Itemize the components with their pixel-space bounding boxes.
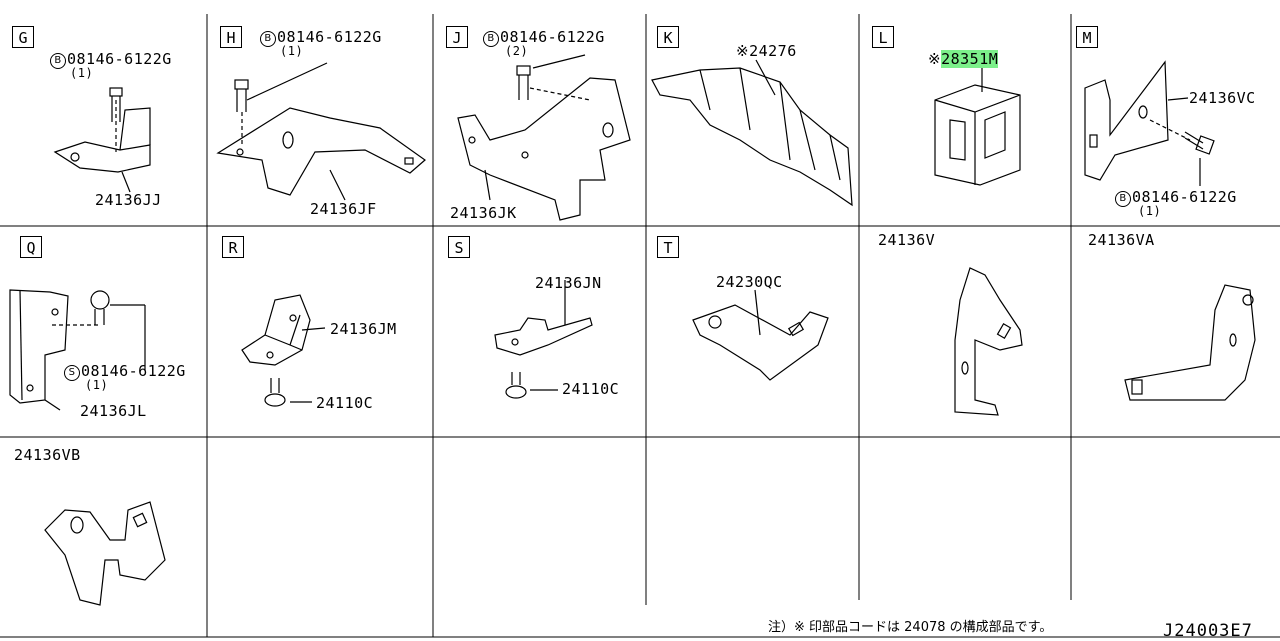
part-va-bracket xyxy=(1124,284,1256,401)
bolt-part-number: 08146-6122G xyxy=(67,50,172,68)
part-number-m: 24136VC xyxy=(1189,89,1256,107)
part-l-connector xyxy=(934,68,1021,186)
section-label-j: J xyxy=(446,26,468,48)
bolt-mark-icon: B xyxy=(50,53,66,69)
section-label-s: S xyxy=(448,236,470,258)
part-number-h: 24136JF xyxy=(310,200,377,218)
bolt-qty-g: (1) xyxy=(70,66,94,80)
part-vb-bracket xyxy=(44,501,166,606)
part-k-duct xyxy=(651,59,853,207)
footnote: 注）※ 印部品コードは 24078 の構成部品です。 xyxy=(768,620,1053,635)
part-r-bracket xyxy=(241,294,326,407)
bolt-qty-h: (1) xyxy=(280,44,304,58)
screw-number-r: 24110C xyxy=(316,394,374,412)
bolt-mark-icon: B xyxy=(483,31,499,47)
part-number-l: 28351M xyxy=(941,50,999,68)
part-callout-l: ※28351M xyxy=(928,50,999,68)
bolt-part-number: 08146-6122G xyxy=(277,28,382,46)
bolt-part-number: 08146-6122G xyxy=(81,362,186,380)
part-q-bracket xyxy=(9,289,146,411)
part-number-va: 24136VA xyxy=(1088,231,1155,249)
part-s-bracket xyxy=(494,280,593,399)
part-number-vb: 24136VB xyxy=(14,446,81,464)
part-j-bracket xyxy=(457,54,631,221)
screw-number-s: 24110C xyxy=(562,380,620,398)
optional-mark: ※ xyxy=(928,50,942,68)
part-number-v: 24136V xyxy=(878,231,936,249)
part-number-r: 24136JM xyxy=(330,320,397,338)
part-number-j: 24136JK xyxy=(450,204,517,222)
part-number-t: 24230QC xyxy=(716,273,783,291)
section-label-l: L xyxy=(872,26,894,48)
part-number-s: 24136JN xyxy=(535,274,602,292)
grid-lines xyxy=(0,14,1280,638)
section-label-m: M xyxy=(1076,26,1098,48)
bolt-mark-icon: S xyxy=(64,365,80,381)
part-t-bracket xyxy=(692,289,829,381)
bolt-qty-q: (1) xyxy=(85,378,109,392)
part-number-q: 24136JL xyxy=(80,402,147,420)
diagram-reference-code: J24003E7 xyxy=(1163,621,1253,641)
bolt-mark-icon: B xyxy=(1115,191,1131,207)
section-label-h: H xyxy=(220,26,242,48)
bolt-qty-j: (2) xyxy=(505,44,529,58)
part-m-bracket xyxy=(1084,60,1215,186)
section-label-k: K xyxy=(657,26,679,48)
section-label-q: Q xyxy=(20,236,42,258)
section-label-t: T xyxy=(657,236,679,258)
bolt-part-number: 08146-6122G xyxy=(500,28,605,46)
part-number-g: 24136JJ xyxy=(95,191,162,209)
part-g-bracket xyxy=(53,87,151,193)
part-v-bracket xyxy=(954,267,1023,416)
bolt-qty-m: (1) xyxy=(1138,204,1162,218)
section-label-g: G xyxy=(12,26,34,48)
bolt-part-number: 08146-6122G xyxy=(1132,188,1237,206)
part-number-k: ※24276 xyxy=(736,42,797,60)
part-h-bracket xyxy=(216,62,426,201)
section-label-r: R xyxy=(222,236,244,258)
bolt-mark-icon: B xyxy=(260,31,276,47)
